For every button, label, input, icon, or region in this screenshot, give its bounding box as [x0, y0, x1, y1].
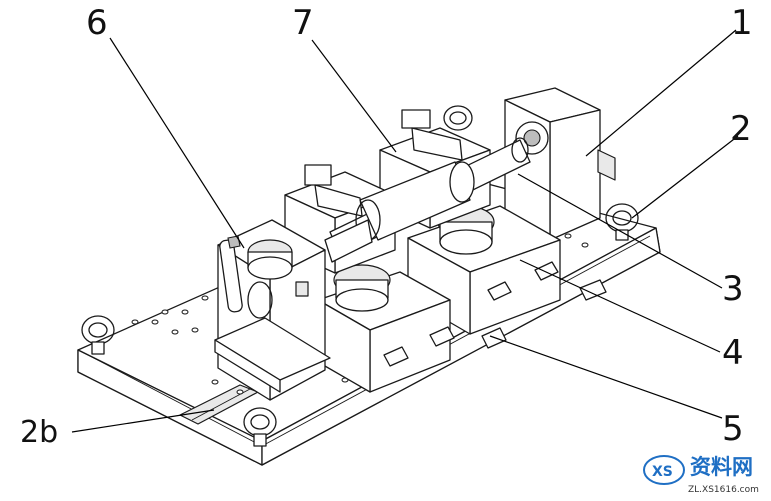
- callout-5: 5: [722, 409, 744, 449]
- leader-lines: [71, 29, 739, 433]
- callout-3: 3: [722, 269, 744, 309]
- lever-handle: [219, 235, 243, 313]
- callout-6: 6: [86, 3, 108, 43]
- plate-holes: [131, 233, 589, 395]
- workpiece-shaft: [324, 137, 531, 263]
- watermark-logo: XS: [643, 455, 685, 485]
- support-block-middle: [317, 264, 451, 393]
- lifting-eye-left: [81, 315, 115, 355]
- lifting-eye-front: [243, 407, 277, 447]
- callout-1: 1: [731, 3, 753, 43]
- callout-2: 2: [730, 109, 752, 149]
- handle-base: [214, 317, 331, 393]
- watermark-title: 资料网: [690, 455, 753, 479]
- lifting-eye-back: [443, 105, 473, 131]
- callout-4: 4: [722, 333, 744, 373]
- watermark-url: ZL.XS1616.com: [688, 485, 759, 495]
- svg-text:XS: XS: [652, 464, 673, 480]
- callout-7: 7: [292, 3, 314, 43]
- support-block-right: [407, 205, 561, 335]
- callout-2b: 2b: [20, 415, 58, 450]
